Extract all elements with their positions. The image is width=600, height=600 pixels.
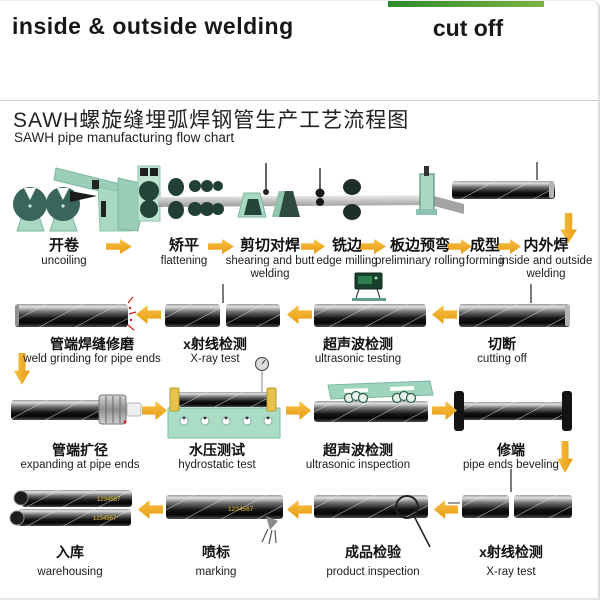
step-preliminary-rolling: 板边预弯 preliminary rolling bbox=[374, 237, 466, 268]
pipe-ultrasonic-testing bbox=[314, 272, 426, 327]
pipe-serial-top: 1234567 bbox=[97, 497, 121, 503]
step-cutting-off: 切断 cutting off bbox=[477, 336, 527, 365]
step-xray-test-2: x射线检测 X-ray test bbox=[479, 544, 543, 578]
step-expanding: 管端扩径 expanding at pipe ends bbox=[20, 442, 140, 471]
grinding-sparks bbox=[127, 296, 137, 331]
warehoused-pipes: 1234567 1234567 bbox=[9, 490, 132, 526]
header-caption-right: cut off bbox=[432, 15, 504, 41]
step-forming: 成型 forming bbox=[465, 237, 505, 268]
forming-stand bbox=[416, 166, 437, 215]
step-xray-test-1: x射线检测 X-ray test bbox=[183, 336, 247, 365]
title-divider bbox=[0, 100, 598, 101]
green-accent-bar bbox=[388, 1, 544, 7]
magnifier-icon bbox=[395, 495, 431, 548]
page-title-zh: SAWH螺旋缝埋弧焊钢管生产工艺流程图 bbox=[13, 109, 410, 132]
pipe-cutting-off bbox=[459, 284, 570, 327]
step-inside-outside-welding: 内外焊 inside and outside welding bbox=[499, 237, 593, 281]
pipe-final-xray bbox=[448, 469, 572, 518]
pipe-serial-marking: 1234567 bbox=[228, 506, 254, 513]
pipe-xray-test bbox=[165, 284, 280, 327]
pipe-product-inspection bbox=[314, 495, 431, 548]
step-uncoiling: 开卷 uncoiling bbox=[41, 237, 87, 268]
edge-milling-cutter bbox=[315, 168, 325, 206]
step-marking: 喷标 marking bbox=[195, 544, 237, 578]
tank-ports bbox=[179, 416, 273, 426]
hydrostatic-test-machine bbox=[167, 356, 281, 439]
page-title-en: SAWH pipe manufacturing flow chart bbox=[14, 130, 235, 145]
step-edge-milling: 铣边 edge milling bbox=[316, 237, 378, 268]
step-shearing-butt-welding: 剪切对焊 shearing and butt welding bbox=[225, 237, 315, 281]
step-ultrasonic-testing: 超声波检测 ultrasonic testing bbox=[314, 336, 402, 365]
pipe-beveling-machine bbox=[454, 391, 572, 431]
pipe-expanding-machine bbox=[11, 394, 142, 425]
step-weld-grinding: 管端焊缝修磨 weld grinding for pipe ends bbox=[23, 336, 161, 365]
leveling-rollers bbox=[168, 178, 224, 219]
probe-coils bbox=[343, 390, 417, 404]
uncoiling-machine bbox=[13, 187, 80, 232]
step-ultrasonic-inspection: 超声波检测 ultrasonic inspection bbox=[305, 442, 411, 471]
ultrasonic-scanner-device bbox=[352, 272, 386, 301]
pipe-marking: 1234567 bbox=[166, 495, 283, 545]
step-hydrostatic-test: 水压测试 hydrostatic test bbox=[178, 442, 256, 471]
marking-spray-gun bbox=[261, 516, 278, 545]
step-product-inspection: 成品检验 product inspection bbox=[326, 544, 420, 578]
pre-bending-rolls bbox=[343, 179, 361, 220]
shearing-butt-welding-machine bbox=[237, 163, 300, 218]
step-flattening: 矫平 flattening bbox=[160, 237, 208, 268]
ultrasonic-inspection-machine bbox=[314, 380, 434, 422]
flattening-machine bbox=[53, 165, 161, 232]
pipe-weld-grinding bbox=[15, 296, 137, 331]
step-warehousing: 入库 warehousing bbox=[37, 544, 103, 578]
pipe-serial-bottom: 1234567 bbox=[93, 516, 117, 522]
header-caption-left: inside & outside welding bbox=[12, 13, 294, 39]
formed-spiral-pipe bbox=[452, 162, 555, 199]
step-pipe-ends-beveling: 修端 pipe ends beveling bbox=[463, 442, 559, 471]
